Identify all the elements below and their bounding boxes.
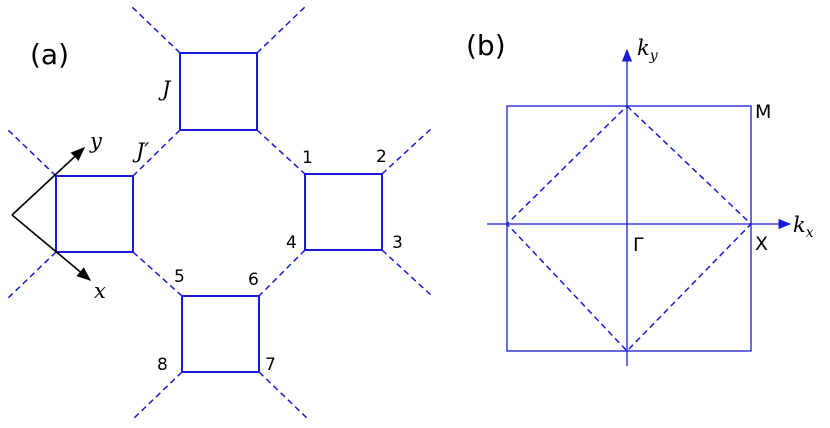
bond: [381, 249, 433, 297]
gamma-point-label: Γ: [633, 234, 644, 256]
plaquette-left: [55, 175, 134, 253]
plaquette-bottom: [181, 295, 260, 373]
axis-y-label: y: [89, 129, 103, 153]
bond: [258, 371, 310, 421]
bond: [132, 251, 183, 297]
panel-a: (a) J J′ y x: [5, 4, 433, 421]
m-point-label: M: [755, 101, 771, 123]
bond: [258, 249, 306, 297]
plaquette-right: [304, 173, 383, 251]
bond: [129, 4, 181, 54]
local-axes: y x: [11, 129, 106, 303]
axis-x-label: x: [94, 279, 106, 303]
site-label: 3: [392, 233, 403, 253]
site-label: 1: [302, 148, 313, 168]
plaquette-top: [179, 52, 258, 131]
bond: [256, 4, 308, 54]
site-label: 4: [286, 233, 297, 253]
site-label: 8: [157, 355, 168, 375]
axis-y-arrow: [11, 147, 86, 216]
panel-b-label: (b): [466, 29, 506, 62]
brillouin-zone: [506, 105, 752, 352]
bond: [132, 129, 181, 177]
x-point-label: X: [755, 233, 768, 255]
panel-b: (b) kx ky Γ X M: [466, 29, 814, 366]
ky-label: ky: [637, 36, 659, 64]
bond: [5, 251, 57, 301]
bond: [381, 127, 433, 175]
axis-x-arrow: [11, 214, 92, 281]
coupling-jprime-label: J′: [132, 139, 149, 163]
site-label: 6: [248, 270, 259, 290]
site-label: 7: [265, 355, 276, 375]
panel-a-label: (a): [30, 38, 69, 71]
kx-label: kx: [793, 213, 814, 241]
site-labels: 1 2 3 4 5 6 7 8: [157, 147, 403, 375]
inter-bonds: [5, 4, 433, 421]
site-label: 2: [376, 147, 387, 167]
bond: [256, 129, 306, 175]
bond: [5, 127, 57, 177]
site-label: 5: [174, 267, 185, 287]
bond: [131, 371, 183, 421]
reduced-zone-diamond: [505, 104, 753, 353]
coupling-j-label: J: [158, 77, 172, 101]
